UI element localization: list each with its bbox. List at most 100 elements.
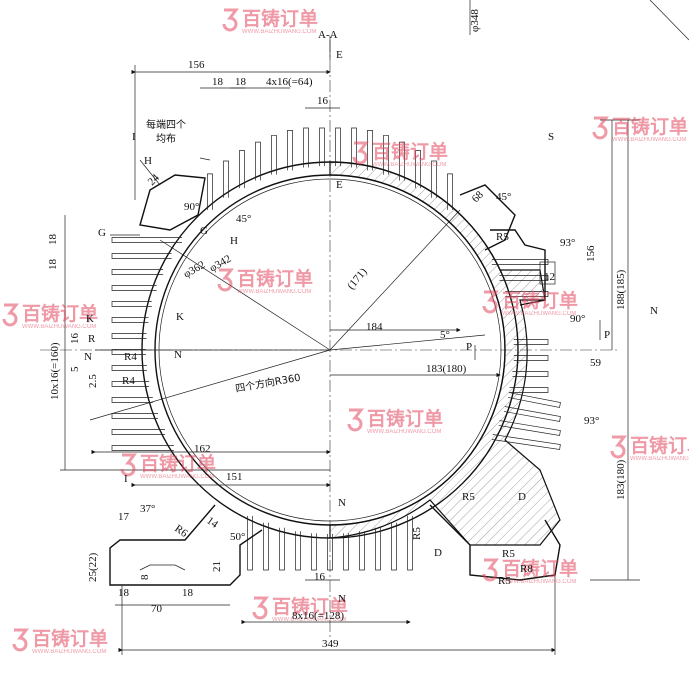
fin [491,259,549,265]
fin [431,160,437,198]
label-N-bottom1: N [338,497,346,509]
label-H1: H [144,155,152,167]
radius-R8: R8 [520,563,533,575]
dim-156-right: 156 [585,245,597,262]
fin [303,127,309,168]
dim-fins-8x16: 8x16(=128) [292,610,344,622]
svg-text:百铸订单: 百铸订单 [272,595,348,618]
label-P1: P [604,329,610,341]
fin [247,515,253,571]
svg-text:百铸订单: 百铸订单 [22,302,98,325]
svg-text:WWW.BAIZHUWANG.COM: WWW.BAIZHUWANG.COM [502,311,576,317]
fin [415,150,421,189]
radius-R5-c: R5 [411,527,423,540]
dim-188-185: 188(185) [615,269,627,310]
dim-18a: 18 [212,76,224,88]
note-each-end: 每端四个 [146,118,186,131]
dim-18-va: 18 [47,234,59,246]
fin [271,135,277,175]
dim-349: 349 [322,638,339,650]
fin [367,130,373,171]
angle-93-a: 93° [560,237,575,249]
label-I-bottom: I [124,473,128,485]
fin [223,160,229,198]
fin [399,141,405,181]
dim-68: 68 [470,189,487,206]
angle-5: 5° [440,329,450,341]
label-I-top: I [132,131,136,143]
dim-10x16: 10x16(=160) [49,342,61,400]
svg-text:WWW.BAIZHUWANG.COM: WWW.BAIZHUWANG.COM [32,649,106,655]
fin [111,333,147,339]
fin [343,533,349,571]
fin [111,237,183,243]
fin [111,445,174,451]
dim-18b: 18 [235,76,247,88]
label-K1: K [86,313,94,325]
fin [375,527,381,571]
fin [279,527,285,571]
radius-R5-b: R5 [462,491,475,503]
frame-housing [141,161,561,546]
dim-184: 184 [366,321,383,333]
svg-text:WWW.BAIZHUWANG.COM: WWW.BAIZHUWANG.COM [140,474,214,480]
svg-text:WWW.BAIZHUWANG.COM: WWW.BAIZHUWANG.COM [630,456,689,462]
dim-d348: φ348 [469,9,481,32]
dim-162: 162 [194,443,211,455]
dim-25-22: 25(22) [87,552,99,582]
fin [509,387,549,393]
dim-d362: φ362 [182,259,208,281]
svg-text:WWW.BAIZHUWANG.COM: WWW.BAIZHUWANG.COM [502,579,576,585]
svg-text:百铸订单: 百铸订单 [32,627,108,650]
fin [391,522,397,571]
section-title: A-A [318,29,338,41]
svg-text:百铸订单: 百铸订单 [502,289,578,312]
annotation-labels: A-A φ348 156 18 18 4x16(=64) 16 E E 每端四个… [47,9,658,650]
angle-45: 45° [236,213,251,225]
fin [111,365,147,371]
terminal-lug [459,184,556,306]
svg-text:WWW.BAIZHUWANG.COM: WWW.BAIZHUWANG.COM [22,324,96,330]
fin [111,397,153,403]
dim-151: 151 [226,471,243,483]
label-E2: E [336,179,343,191]
radius-R4-b: R4 [122,375,135,387]
radius-R5-a: R5 [496,231,509,243]
fin [351,127,357,168]
dim-70: 70 [151,603,163,615]
note-evenly: 均布 [156,133,176,145]
label-S: S [548,131,554,143]
angle-45-right: 45° [496,191,511,203]
left-lug [139,174,206,231]
label-P2: P [466,341,472,353]
fin [207,173,213,210]
svg-text:WWW.BAIZHUWANG.COM: WWW.BAIZHUWANG.COM [242,29,316,35]
dim-16-bottom: 16 [314,571,326,583]
angle-37: 37° [140,503,155,515]
dim-18-bottom-right: 18 [182,587,194,599]
svg-text:百铸订单: 百铸订单 [630,434,689,457]
dim-59: 59 [590,357,602,369]
fin [507,392,561,408]
dim-fins-4x16: 4x16(=64) [266,76,313,88]
svg-text:WWW.BAIZHUWANG.COM: WWW.BAIZHUWANG.COM [367,429,441,435]
note-r360: 四个方向R360 [234,371,301,395]
dim-2-5: 2.5 [87,374,99,388]
svg-text:百铸订单: 百铸订单 [237,267,313,290]
label-N-left1: N [84,351,92,363]
svg-text:百铸订单: 百铸订单 [367,407,443,430]
svg-text:WWW.BAIZHUWANG.COM: WWW.BAIZHUWANG.COM [237,289,311,295]
dim-8: 8 [139,574,151,580]
fin [111,381,150,387]
fin [111,269,164,275]
fin [513,339,549,345]
watermark-layer: 百铸订单WWW.BAIZHUWANG.COM百铸订单WWW.BAIZHUWANG… [2,7,689,655]
fin [111,301,152,307]
